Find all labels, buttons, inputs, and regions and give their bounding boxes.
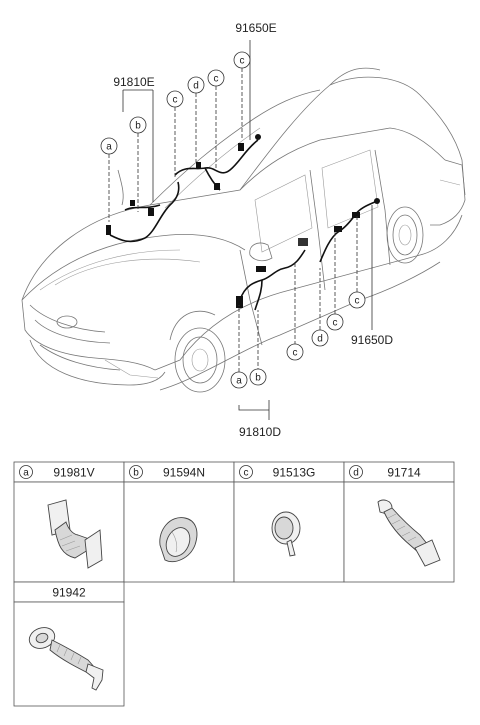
label-91810E: 91810E: [113, 75, 154, 89]
callout-c-top-3: c: [166, 90, 184, 108]
svg-text:d: d: [317, 334, 323, 345]
svg-text:a: a: [106, 142, 112, 153]
svg-text:b: b: [133, 468, 139, 479]
svg-text:c: c: [333, 318, 338, 329]
oval-grommet-icon: [159, 517, 198, 563]
callout-b-bottom: b: [249, 368, 267, 386]
svg-text:c: c: [173, 95, 178, 106]
front-door-harness: [236, 238, 308, 311]
svg-text:d: d: [193, 81, 199, 92]
svg-text:a: a: [23, 468, 29, 479]
leader-lines: [108, 40, 373, 420]
callout-b-top: b: [129, 116, 147, 134]
callout-c-top-1: c: [233, 51, 251, 69]
callout-d-top: d: [187, 76, 205, 94]
svg-text:a: a: [236, 376, 242, 387]
svg-text:c: c: [355, 296, 360, 307]
callout-a-bottom: a: [230, 371, 248, 389]
front-harness: [106, 181, 180, 243]
label-91650E: 91650E: [235, 21, 276, 35]
svg-text:91714: 91714: [387, 466, 421, 480]
flex-boot-icon: [377, 499, 441, 567]
table-header-b: b 91594N: [129, 465, 205, 480]
svg-text:91594N: 91594N: [163, 466, 205, 480]
table-header-d: d 91714: [349, 465, 421, 480]
callout-c-bottom-1: c: [286, 343, 304, 361]
callout-c-bottom-2: c: [326, 313, 344, 331]
svg-text:b: b: [255, 373, 261, 384]
ring-boot-icon: [28, 627, 104, 691]
svg-text:91513G: 91513G: [273, 466, 316, 480]
roof-harness: [174, 134, 261, 191]
svg-text:91942: 91942: [52, 586, 86, 600]
svg-text:d: d: [353, 468, 359, 479]
svg-text:c: c: [293, 348, 298, 359]
car-outline: [21, 67, 466, 393]
svg-text:c: c: [240, 56, 245, 67]
callout-d-bottom: d: [311, 329, 329, 347]
table-header-c: c 91513G: [239, 465, 316, 480]
svg-text:91981V: 91981V: [53, 466, 94, 480]
callout-a-top: a: [100, 137, 118, 155]
label-91650D: 91650D: [351, 333, 393, 347]
svg-text:b: b: [135, 121, 141, 132]
grommet-elbow-icon: [47, 499, 103, 569]
svg-text:c: c: [214, 74, 219, 85]
round-clip-icon: [271, 511, 301, 557]
svg-text:c: c: [244, 468, 249, 479]
table-header-91942: 91942: [52, 586, 86, 600]
callout-c-top-2: c: [207, 69, 225, 87]
rear-door-harness: [319, 198, 380, 263]
callout-c-bottom-3: c: [348, 291, 366, 309]
parts-table: [13, 461, 455, 707]
table-header-a: a 91981V: [19, 465, 95, 480]
label-91810D: 91810D: [239, 425, 281, 439]
